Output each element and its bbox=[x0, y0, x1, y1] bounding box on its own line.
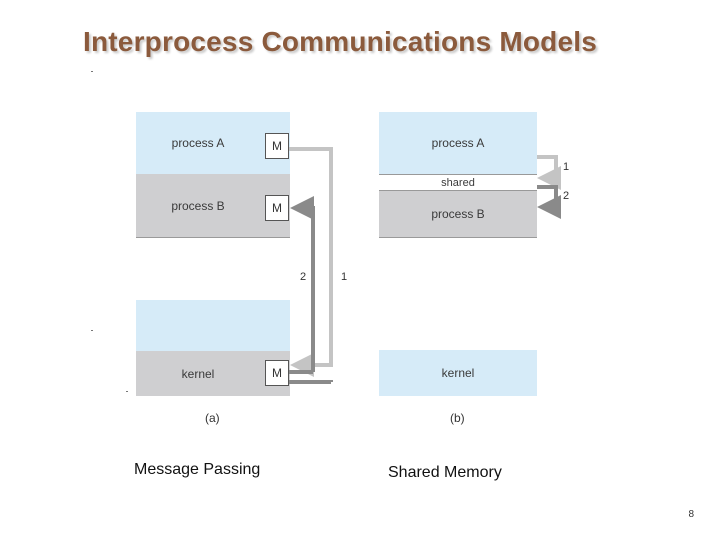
kernel-label: kernel bbox=[181, 366, 215, 381]
message-box-process-b: M bbox=[265, 195, 289, 221]
process-a-region: process A bbox=[136, 112, 290, 174]
kernel-label: kernel bbox=[441, 366, 475, 380]
caption-message-passing: Message Passing bbox=[134, 461, 261, 478]
message-box-process-a: M bbox=[265, 133, 289, 159]
decor-dot bbox=[91, 330, 93, 331]
kernel-region: kernel bbox=[136, 351, 290, 396]
arrow-1-light-shared bbox=[537, 155, 561, 190]
process-b-label: process B bbox=[431, 207, 485, 221]
process-b-region: process B bbox=[136, 174, 290, 238]
free-blue-region bbox=[136, 300, 290, 351]
process-a-label: process A bbox=[431, 136, 485, 150]
sublabel-a: (a) bbox=[205, 411, 220, 425]
free-memory-region bbox=[136, 238, 290, 300]
kernel-region: kernel bbox=[379, 350, 537, 396]
shared-region: shared bbox=[379, 174, 537, 191]
caption-shared-memory: Shared Memory bbox=[388, 464, 502, 481]
arrow-2-label: 2 bbox=[563, 190, 570, 202]
message-box-kernel: M bbox=[265, 360, 289, 386]
arrow-1-label: 1 bbox=[563, 161, 570, 173]
arrow-2-dark-shared bbox=[537, 185, 561, 219]
process-b-region: process B bbox=[379, 191, 537, 238]
arrow-1-light bbox=[289, 147, 333, 377]
process-b-label: process B bbox=[171, 198, 225, 213]
slide-title: Interprocess Communications Models bbox=[83, 26, 598, 57]
process-a-region: process A bbox=[379, 112, 537, 174]
arrow-2-dark-main bbox=[290, 196, 315, 372]
page-number: 8 bbox=[688, 509, 694, 520]
process-a-label: process A bbox=[171, 136, 225, 150]
shared-label: shared bbox=[441, 176, 475, 189]
free-memory-region bbox=[379, 238, 537, 350]
decor-dot bbox=[91, 71, 93, 72]
arrow-2-label: 2 bbox=[300, 271, 307, 283]
arrow-1-label: 1 bbox=[341, 271, 348, 283]
sublabel-b: (b) bbox=[450, 411, 465, 425]
decor-dot bbox=[126, 391, 128, 392]
